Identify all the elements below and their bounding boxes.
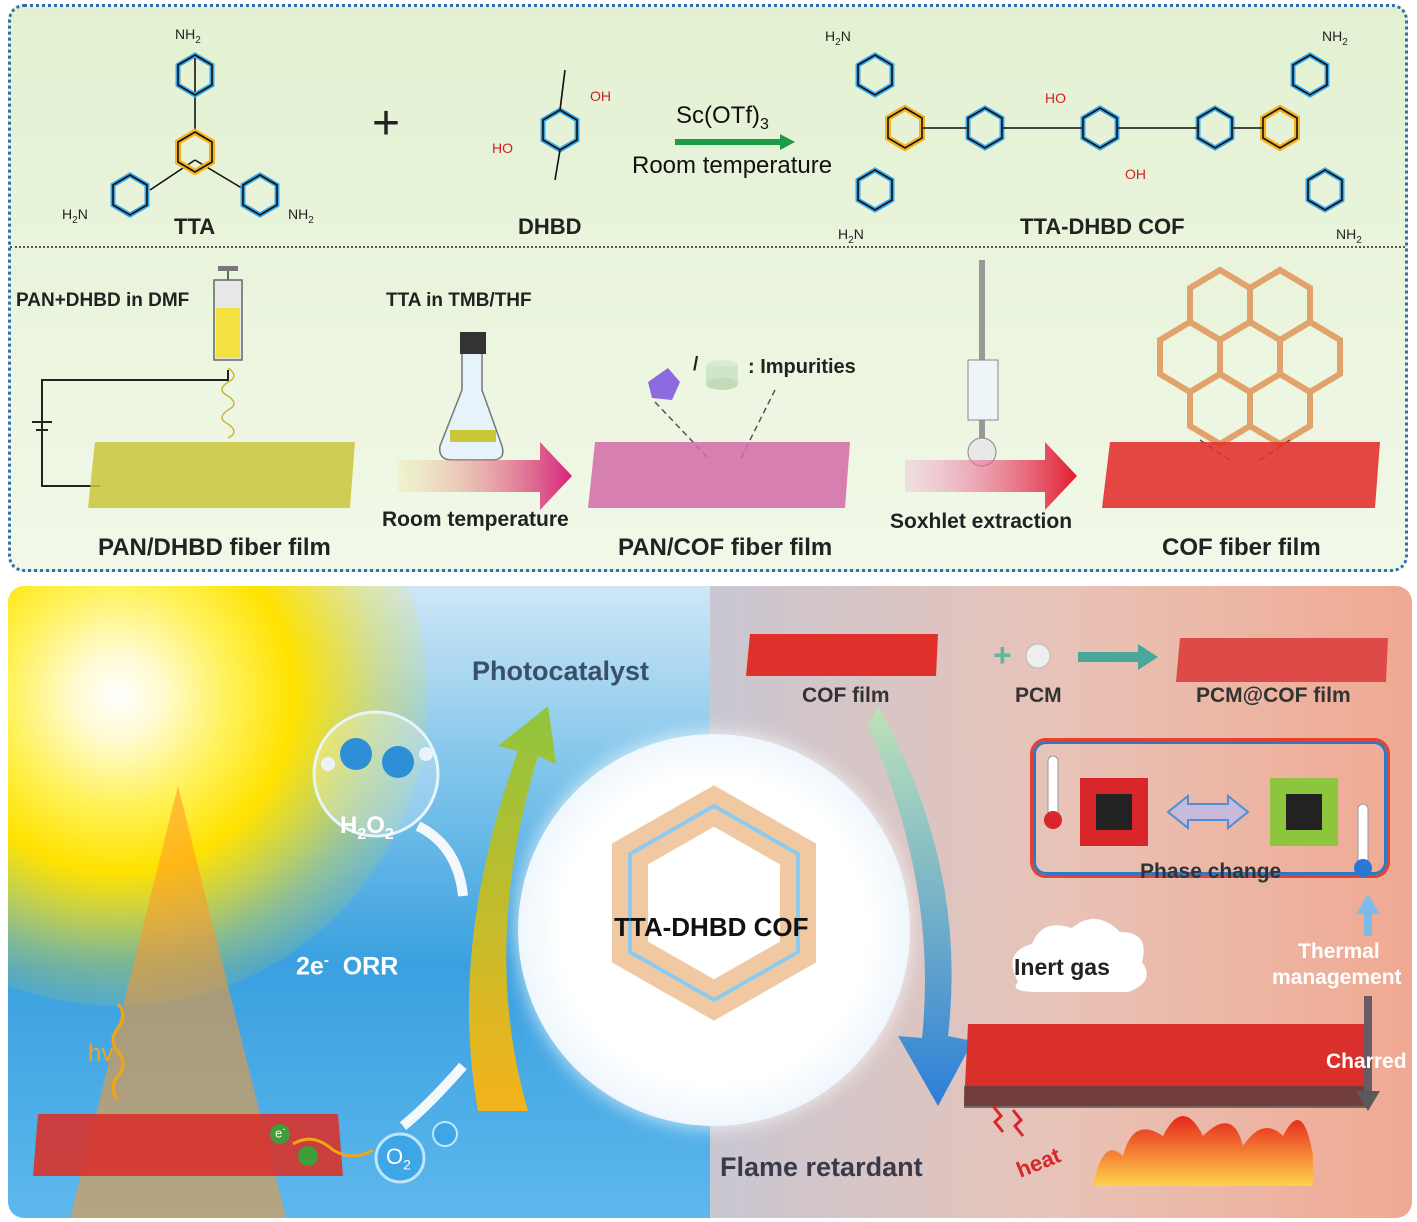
dhbd-hydroxy-bottom: HO: [492, 140, 513, 156]
cof-amine-3: H2N: [838, 226, 864, 246]
fabrication-process: [32, 260, 1380, 510]
syringe-label: PAN+DHBD in DMF: [16, 290, 190, 311]
cof-amine-2: NH2: [1322, 28, 1348, 48]
cof-amine-4: NH2: [1336, 226, 1362, 246]
dhbd-hydroxy-top: OH: [590, 88, 611, 104]
thermal-label-1: Thermal: [1298, 940, 1380, 963]
photocatalyst-label: Photocatalyst: [472, 656, 650, 686]
pcm-sphere: [1025, 643, 1051, 669]
electron-label: e-: [275, 1124, 286, 1141]
thermometer-hot-icon: [1047, 755, 1059, 817]
impurity-crystal: [648, 368, 680, 400]
arrow-room-temp: [398, 442, 572, 510]
charred-label: Charred: [1326, 1050, 1407, 1073]
o2-bubble: [374, 1132, 426, 1184]
arrow-o2-up: [399, 1062, 467, 1130]
application-graphics: +: [33, 634, 1388, 1186]
pcm-label: PCM: [1015, 684, 1062, 707]
phase-change-box: [1030, 738, 1390, 878]
arrow-to-h2o2: [415, 821, 468, 897]
tta-molecule: [113, 55, 277, 215]
electron-icon: [298, 1146, 318, 1166]
plus-sign: +: [372, 97, 401, 150]
cof-hydroxy-top: HO: [1045, 90, 1066, 106]
photocatalyst-arrow: [469, 706, 556, 1111]
impurity-slash: /: [693, 354, 699, 375]
arrow-to-pcm-film: [1138, 644, 1158, 670]
thermal-label-2: management: [1272, 966, 1402, 989]
thermometer-cold-icon: [1357, 803, 1369, 865]
cof-framework-illustration: [1157, 266, 1343, 448]
pan-dhbd-film: [88, 442, 355, 508]
h2o2-label: H2O2: [340, 812, 394, 843]
svg-text:+: +: [993, 637, 1012, 673]
film3-label: COF fiber film: [1162, 534, 1321, 561]
arrow-soxhlet: [905, 442, 1077, 510]
tta-amine-right: NH2: [288, 206, 314, 226]
heat-icon: [991, 1105, 1005, 1133]
flame-icon: [1093, 1116, 1313, 1186]
cof-film-small: [746, 634, 938, 676]
photocatalyst-film: [33, 1114, 343, 1176]
application-panel: [8, 586, 1412, 1218]
impurities-label: : Impurities: [748, 356, 856, 378]
photon-wave: [111, 1003, 125, 1101]
cof-pore-ring: [612, 785, 816, 1021]
center-cof-label: TTA-DHBD COF: [614, 912, 809, 942]
o2-label: O2: [386, 1144, 411, 1173]
pcm-cof-film: [1176, 638, 1388, 682]
cof-film-label: COF film: [802, 684, 890, 707]
step-soxhlet: Soxhlet extraction: [890, 510, 1073, 533]
film1-label: PAN/DHBD fiber film: [98, 534, 331, 561]
film2-label: PAN/COF fiber film: [618, 534, 833, 561]
reaction-scheme: [0, 0, 1417, 250]
tta-label: TTA: [174, 214, 216, 239]
electron-icon: [270, 1124, 290, 1144]
pan-cof-film: [588, 442, 850, 508]
flask-label: TTA in TMB/THF: [386, 290, 532, 311]
inert-gas-cloud: [1012, 918, 1147, 992]
flame-arrow: [868, 706, 973, 1106]
cof-molecule: [858, 55, 1342, 210]
catalyst-label: Sc(OTf)3: [676, 102, 769, 133]
flame-retardant-label: Flame retardant: [720, 1152, 923, 1182]
cof-amine-1: H2N: [825, 28, 851, 48]
reaction-flask: [439, 351, 504, 461]
panel-divider: [10, 246, 1405, 248]
phase-arrow: [1166, 793, 1250, 831]
phase-change-label: Phase change: [1140, 860, 1282, 883]
dhbd-molecule: [543, 69, 577, 181]
cof-film: [1102, 442, 1380, 508]
orr-label: 2e- ORR: [296, 952, 399, 981]
condition-label: Room temperature: [632, 152, 833, 179]
pcm-cof-film-label: PCM@COF film: [1196, 684, 1351, 707]
tta-amine-left: H2N: [62, 206, 88, 226]
product-label: TTA-DHBD COF: [1020, 214, 1185, 239]
dhbd-label: DHBD: [518, 214, 582, 239]
cof-hydroxy-bottom: OH: [1125, 166, 1146, 182]
charred-film: [964, 1024, 1370, 1106]
inert-gas-label: Inert gas: [1014, 954, 1110, 980]
step-room-temp: Room temperature: [382, 508, 569, 531]
hv-label: hv: [88, 1040, 114, 1067]
tta-amine-top: NH2: [175, 26, 201, 46]
